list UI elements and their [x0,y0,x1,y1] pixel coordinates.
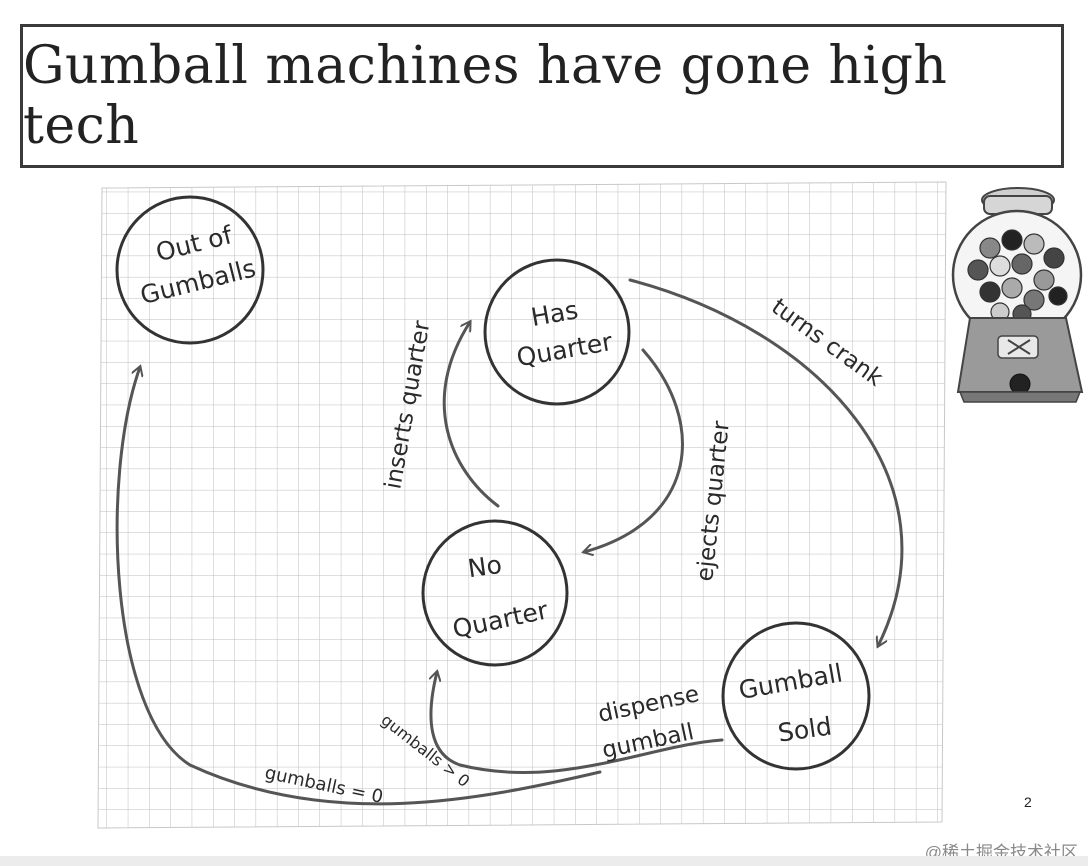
page-number: 2 [1024,794,1032,810]
arrow-dispense-gumball [431,672,724,774]
gumball-machine-icon [951,187,1084,403]
state-label-line1: No [466,550,504,583]
slide-title: Gumball machines have gone high tech [23,36,948,156]
graph-paper [97,181,947,829]
arrow-gumballs-zero [115,367,602,806]
bottom-strip [0,856,1088,866]
slide-title-box: Gumball machines have gone high tech [20,24,1064,168]
arrow-turns-crank [628,278,904,646]
arrow-inserts-quarter [442,322,500,508]
arrow-ejects-quarter [584,348,684,552]
